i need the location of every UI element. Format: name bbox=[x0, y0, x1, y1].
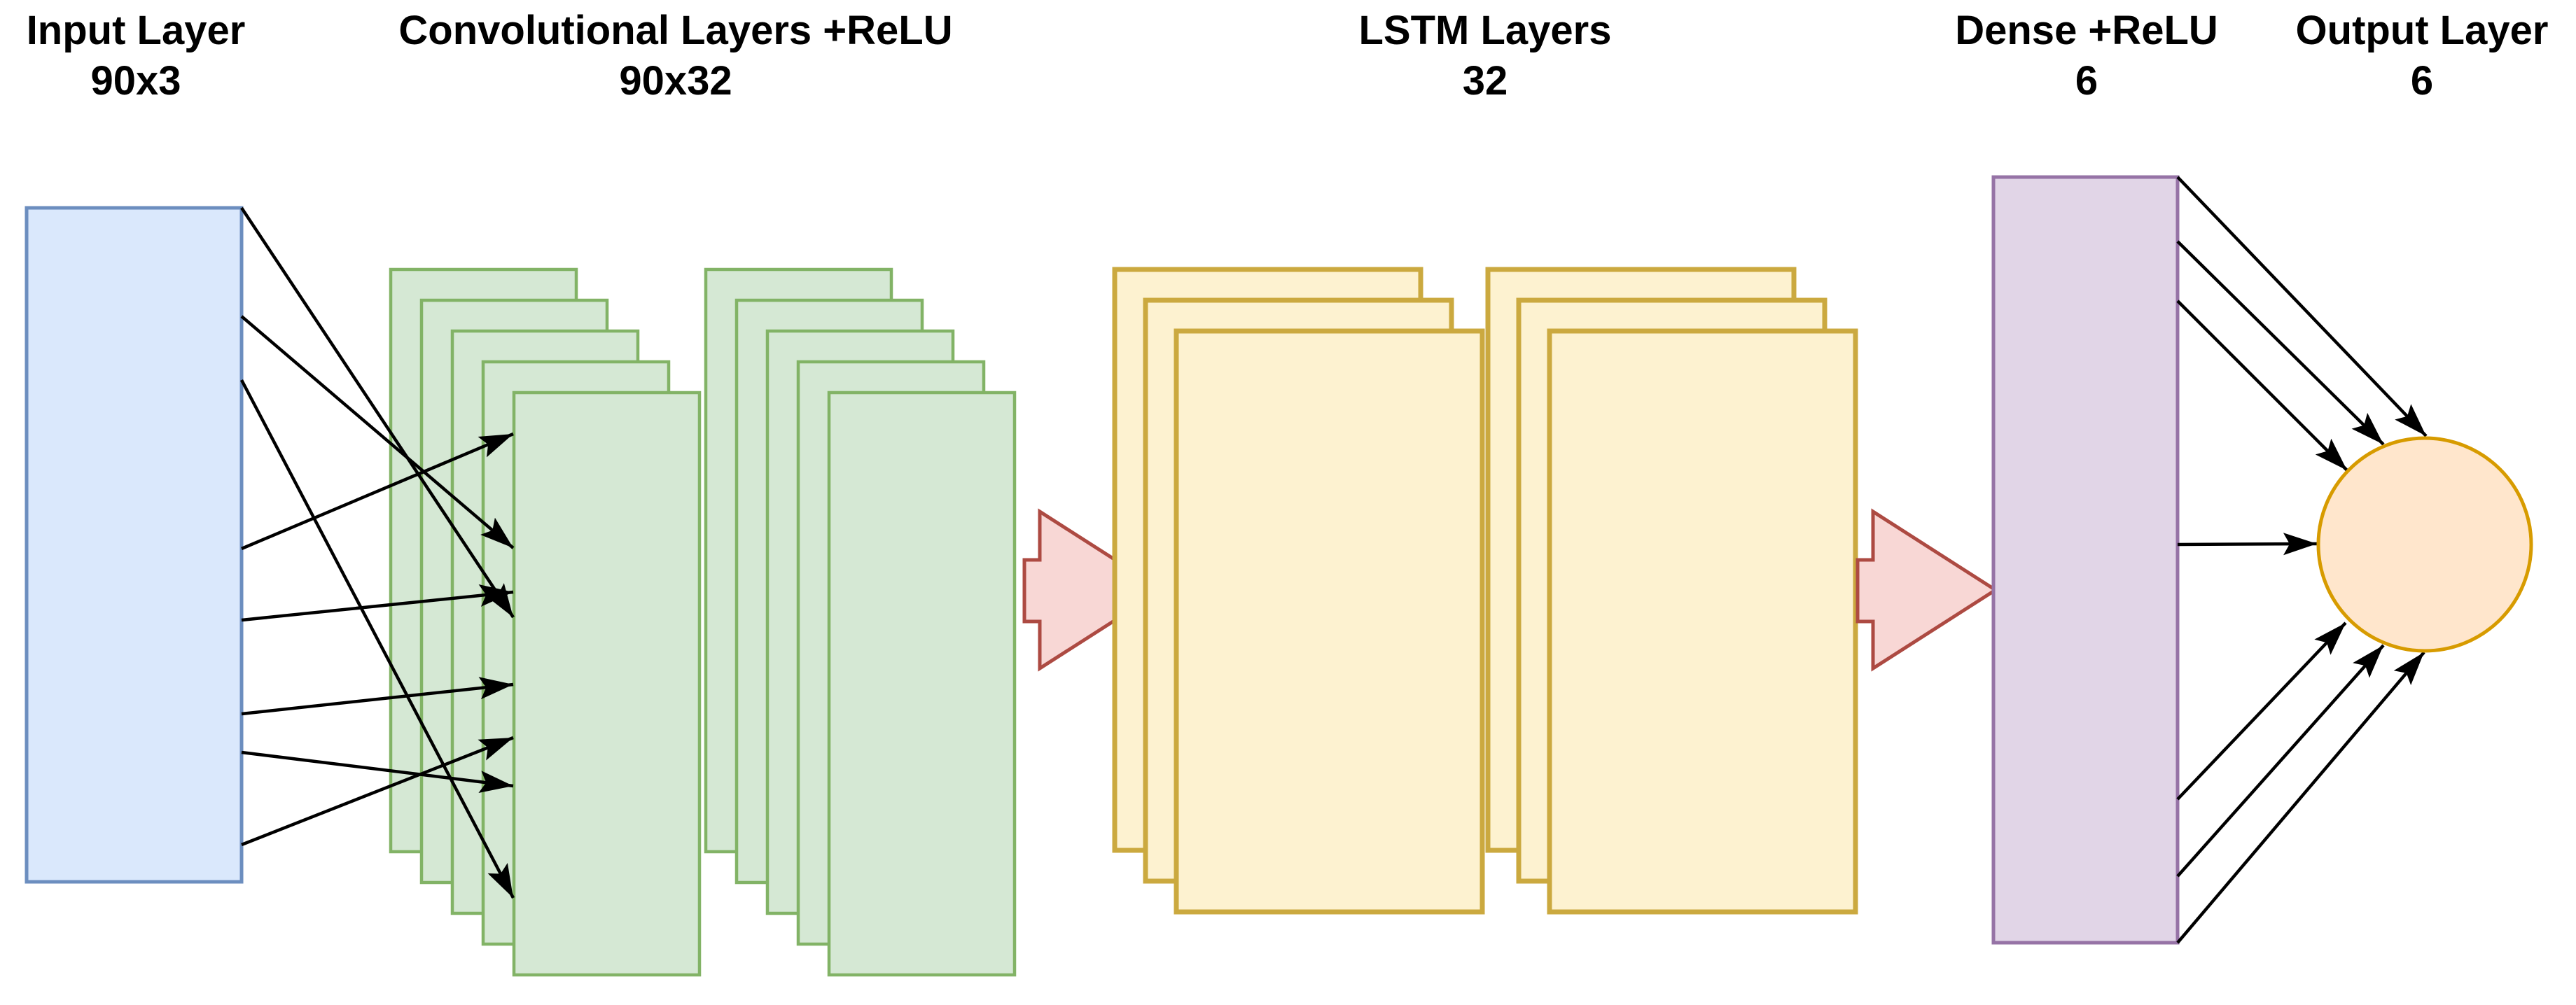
dense-layer-rect bbox=[1991, 175, 2180, 945]
dense-to-output-arrow-1 bbox=[2176, 176, 2428, 437]
lstm-stack-2-sheet-3 bbox=[1547, 328, 1858, 915]
dense-to-output-connectors bbox=[2176, 176, 2428, 944]
subtitle-input-layer: 90x3 bbox=[90, 58, 181, 104]
lstm-stack-2 bbox=[1485, 267, 1858, 915]
input-to-conv-arrow-5 bbox=[241, 584, 514, 622]
lstm-stack-1 bbox=[1112, 267, 1485, 915]
conv-stack-2 bbox=[704, 267, 1017, 977]
input-to-conv-connectors bbox=[240, 206, 515, 899]
subtitle-dense-layer: 6 bbox=[2075, 58, 2098, 104]
input-to-conv-arrow-2 bbox=[240, 315, 515, 549]
flow-arrow-lstm-to-dense bbox=[1856, 508, 1999, 672]
input-to-conv-arrow-4 bbox=[241, 432, 514, 551]
input-to-conv-arrow-8 bbox=[241, 736, 514, 847]
dense-to-output-arrow-6 bbox=[2176, 644, 2385, 878]
conv-stack-1-sheet-5 bbox=[512, 391, 702, 977]
title-output-layer: Output Layer bbox=[2296, 8, 2549, 53]
subtitle-output-layer: 6 bbox=[2411, 58, 2433, 104]
input-to-conv-arrow-3 bbox=[240, 379, 515, 899]
title-dense-layer: Dense +ReLU bbox=[1955, 8, 2218, 53]
input-to-conv-arrow-1 bbox=[240, 206, 515, 619]
title-input-layer: Input Layer bbox=[27, 8, 246, 53]
dense-to-output-arrow-7 bbox=[2176, 651, 2425, 944]
subtitle-lstm-layers: 32 bbox=[1463, 58, 1508, 104]
title-lstm-layers: LSTM Layers bbox=[1359, 8, 1612, 53]
flow-arrow-conv-to-lstm bbox=[1022, 508, 1166, 672]
input-to-conv-arrow-6 bbox=[241, 677, 514, 716]
dense-to-output-arrow-5 bbox=[2176, 621, 2347, 801]
conv-stack-2-sheet-5 bbox=[827, 391, 1017, 977]
dense-to-output-arrow-3 bbox=[2176, 300, 2348, 472]
layer-titles: Input Layer 90x3 Convolutional Layers +R… bbox=[27, 8, 2549, 104]
dense-to-output-arrow-2 bbox=[2176, 240, 2385, 446]
title-conv-layers: Convolutional Layers +ReLU bbox=[398, 8, 952, 53]
subtitle-conv-layers: 90x32 bbox=[619, 58, 732, 104]
output-node-circle bbox=[2316, 436, 2533, 653]
input-layer-rect bbox=[25, 206, 244, 884]
lstm-stack-1-sheet-3 bbox=[1174, 328, 1485, 915]
conv-stack-1 bbox=[389, 267, 702, 977]
input-to-conv-arrow-7 bbox=[241, 750, 514, 793]
